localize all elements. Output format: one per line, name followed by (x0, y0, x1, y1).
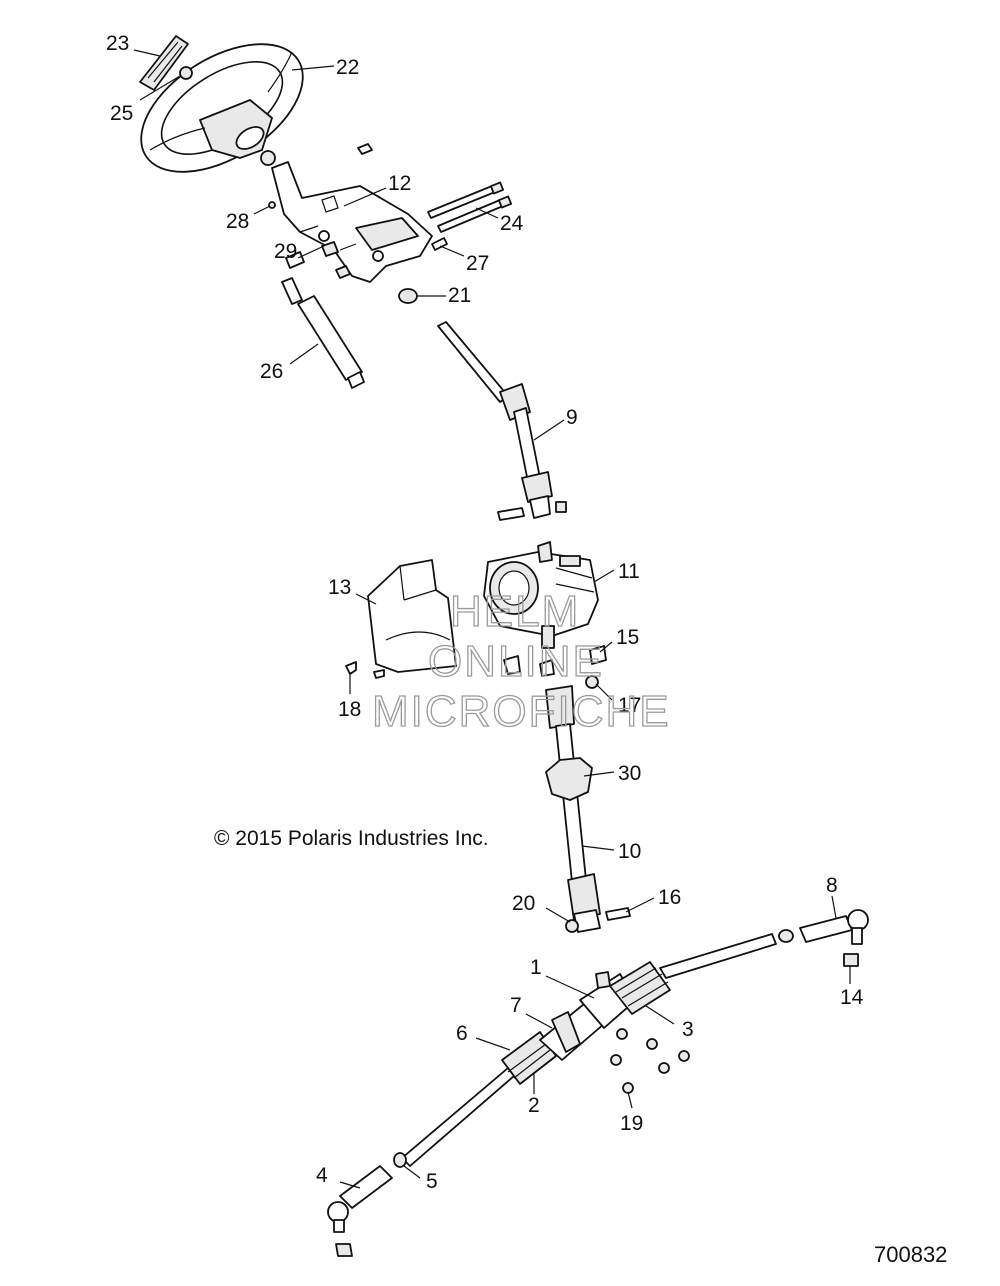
watermark-line-3: MICROFICHE (372, 687, 671, 736)
callout-11: 11 (618, 560, 640, 583)
rack-mount-nuts (610, 1028, 690, 1094)
callout-26: 26 (260, 360, 283, 383)
steering-wheel (140, 43, 304, 173)
gearbox-cover (367, 559, 457, 673)
left-tie-rod-nut (335, 1243, 353, 1257)
callout-14: 14 (840, 986, 864, 1009)
callout-12: 12 (388, 172, 411, 195)
mount-bolt-3 (539, 659, 555, 677)
tilt-bracket (271, 161, 433, 283)
watermark-line-1: HELM (450, 587, 580, 636)
callout-29: 29 (274, 240, 297, 263)
shaft-bolt (497, 507, 525, 521)
callout-20: 20 (512, 892, 535, 915)
callout-23: 23 (106, 32, 129, 55)
upper-steering-shaft (437, 321, 553, 519)
shaft-boot (545, 757, 593, 801)
callout-15: 15 (616, 626, 639, 649)
watermark-line-2: ONLINE (428, 637, 604, 686)
small-washer (268, 201, 276, 209)
watermark: HELM ONLINE MICROFICHE (371, 586, 671, 736)
yoke-nut (565, 919, 579, 933)
callout-5: 5 (426, 1170, 438, 1193)
callout-2: 2 (528, 1094, 540, 1117)
long-bolts (427, 181, 513, 233)
bracket-screw (431, 237, 448, 251)
callout-8: 8 (826, 874, 838, 897)
callout-6: 6 (456, 1022, 468, 1045)
callout-9: 9 (566, 406, 578, 429)
right-tie-rod-nut (843, 953, 859, 967)
bushing (321, 241, 339, 257)
callout-13: 13 (328, 576, 351, 599)
push-rivet-2 (373, 669, 385, 679)
copyright-notice: © 2015 Polaris Industries Inc. (214, 827, 489, 850)
small-screw (357, 143, 373, 155)
push-rivet (345, 661, 357, 675)
power-steering-unit (483, 541, 599, 649)
callout-10: 10 (618, 840, 641, 863)
callout-1: 1 (530, 956, 542, 979)
yoke-bolt (605, 907, 631, 921)
callout-21: 21 (448, 284, 471, 307)
steering-wheel-cap (139, 35, 189, 91)
mount-bolt-1 (503, 655, 521, 675)
tie-rod-end-right (799, 909, 869, 945)
callout-19: 19 (620, 1112, 643, 1135)
tie-rod-end-left (327, 1165, 393, 1233)
lower-steering-shaft (545, 685, 601, 933)
callout-30: 30 (618, 762, 641, 785)
callout-25: 25 (110, 102, 133, 125)
jam-nut-left (393, 1152, 407, 1168)
shaft-nut (555, 501, 567, 513)
jam-nut-right (778, 929, 794, 943)
cap-fastener (179, 66, 193, 80)
diagram-reference-number: 700832 (874, 1242, 947, 1267)
callout-24: 24 (500, 212, 524, 235)
bushing-2 (335, 265, 351, 279)
callout-3: 3 (682, 1018, 694, 1041)
callout-17: 17 (618, 694, 641, 717)
callout-18: 18 (338, 698, 361, 721)
leader-lines (133, 49, 851, 1189)
pivot-nut (398, 288, 418, 304)
callout-4: 4 (316, 1164, 328, 1187)
callout-22: 22 (336, 56, 359, 79)
steering-nut (260, 150, 276, 166)
flange-nut (585, 675, 599, 689)
pivot-pin (285, 251, 305, 269)
callout-28: 28 (226, 210, 249, 233)
callout-16: 16 (658, 886, 681, 909)
callout-7: 7 (510, 994, 522, 1017)
callout-27: 27 (466, 252, 489, 275)
gas-strut (281, 277, 365, 389)
steering-rack (401, 933, 777, 1167)
